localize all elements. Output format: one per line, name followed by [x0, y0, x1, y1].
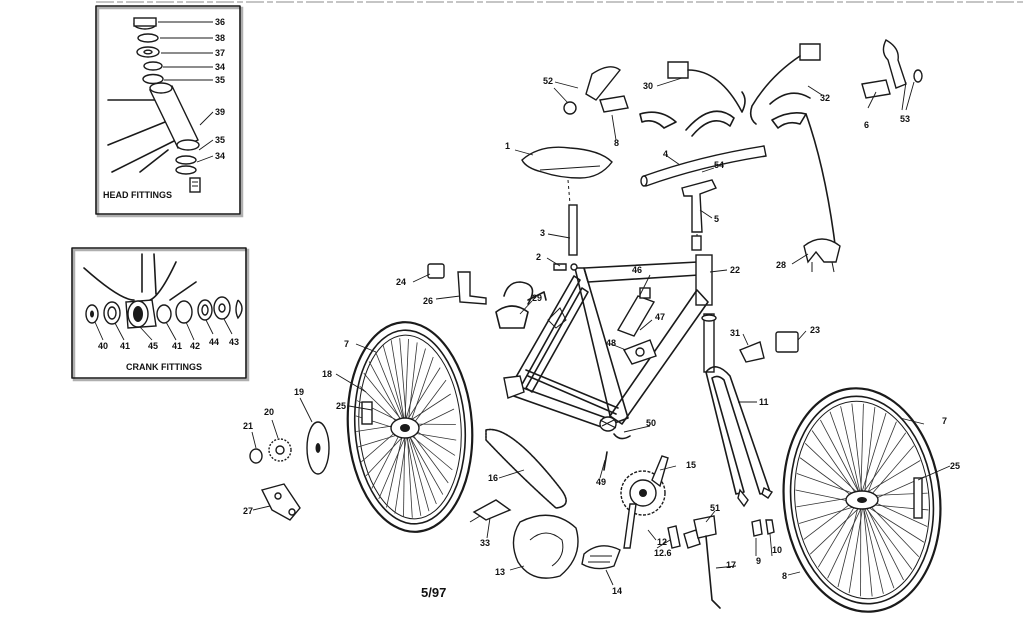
label-19: 19: [294, 387, 304, 397]
label-50: 50: [646, 418, 656, 428]
label-20: 20: [264, 407, 274, 417]
label-2: 2: [536, 252, 541, 262]
label-21: 21: [243, 421, 253, 431]
label-5: 5: [714, 214, 719, 224]
label-54: 54: [714, 160, 724, 170]
label-35-lower: 35: [215, 135, 225, 145]
front-fork: [701, 313, 774, 508]
label-13: 13: [495, 567, 505, 577]
label-52: 52: [543, 76, 553, 86]
label-1: 1: [505, 141, 510, 151]
label-33: 33: [480, 538, 490, 548]
label-32: 32: [820, 93, 830, 103]
label-17: 17: [726, 560, 736, 570]
figure-code: 5/97: [421, 585, 446, 600]
label-45: 45: [148, 341, 158, 351]
rear-wheel: [346, 321, 474, 533]
part-number-labels: 1 2 3 4 54 5 6 7 7 8 8 9 10 11 12 12.6 1…: [243, 76, 960, 596]
label-29: 29: [532, 293, 542, 303]
head-fittings-title: HEAD FITTINGS: [103, 190, 172, 200]
label-43: 43: [229, 337, 239, 347]
label-10: 10: [772, 545, 782, 555]
label-44: 44: [209, 337, 219, 347]
small-parts: [249, 39, 923, 609]
label-6: 6: [864, 120, 869, 130]
crank-fittings-inset: 40 41 45 41 42 44 43 CRANK FITTINGS: [71, 247, 250, 382]
label-30: 30: [643, 81, 653, 91]
label-41: 41: [120, 341, 130, 351]
inset-frame: [95, 5, 241, 215]
crank-fittings-title: CRANK FITTINGS: [126, 362, 202, 372]
label-39: 39: [215, 107, 225, 117]
saddle-and-seatpost: [521, 146, 613, 256]
label-46: 46: [632, 265, 642, 275]
front-wheel: [782, 387, 942, 613]
label-42: 42: [190, 341, 200, 351]
label-28: 28: [776, 260, 786, 270]
label-22: 22: [730, 265, 740, 275]
label-8-tire: 8: [782, 571, 787, 581]
label-7-rear: 7: [344, 339, 349, 349]
label-25-front: 25: [950, 461, 960, 471]
label-53: 53: [900, 114, 910, 124]
label-7-front: 7: [942, 416, 947, 426]
label-4: 4: [663, 149, 668, 159]
leader-lines: [251, 77, 951, 586]
head-fittings-inset: 36 38 37 34 35 39 35 34 HEAD FITTINGS: [95, 1, 1024, 218]
label-15: 15: [686, 460, 696, 470]
bicycle-frame: [503, 254, 713, 432]
crank-inset-frame: [71, 247, 247, 379]
label-23: 23: [810, 325, 820, 335]
label-48: 48: [606, 338, 616, 348]
label-24: 24: [396, 277, 406, 287]
label-3: 3: [540, 228, 545, 238]
label-25-rear: 25: [336, 401, 346, 411]
handlebar-and-stem: [640, 145, 767, 252]
label-49: 49: [596, 477, 606, 487]
label-38: 38: [215, 33, 225, 43]
label-18: 18: [322, 369, 332, 379]
label-40: 40: [98, 341, 108, 351]
label-41-right: 41: [172, 341, 182, 351]
label-16: 16: [488, 473, 498, 483]
label-36: 36: [215, 17, 225, 27]
label-35: 35: [215, 75, 225, 85]
label-51: 51: [710, 503, 720, 513]
label-11: 11: [759, 397, 769, 407]
label-34-lower: 34: [215, 151, 225, 161]
label-47: 47: [655, 312, 665, 322]
label-12: 12: [657, 537, 667, 547]
label-12-6: 12.6: [654, 548, 672, 558]
label-26: 26: [423, 296, 433, 306]
label-37: 37: [215, 48, 225, 58]
label-31: 31: [730, 328, 740, 338]
label-27: 27: [243, 506, 253, 516]
label-9: 9: [756, 556, 761, 566]
label-8-grip: 8: [614, 138, 619, 148]
label-34: 34: [215, 62, 225, 72]
label-14: 14: [612, 586, 622, 596]
brake-levers-and-cables: [495, 43, 841, 329]
